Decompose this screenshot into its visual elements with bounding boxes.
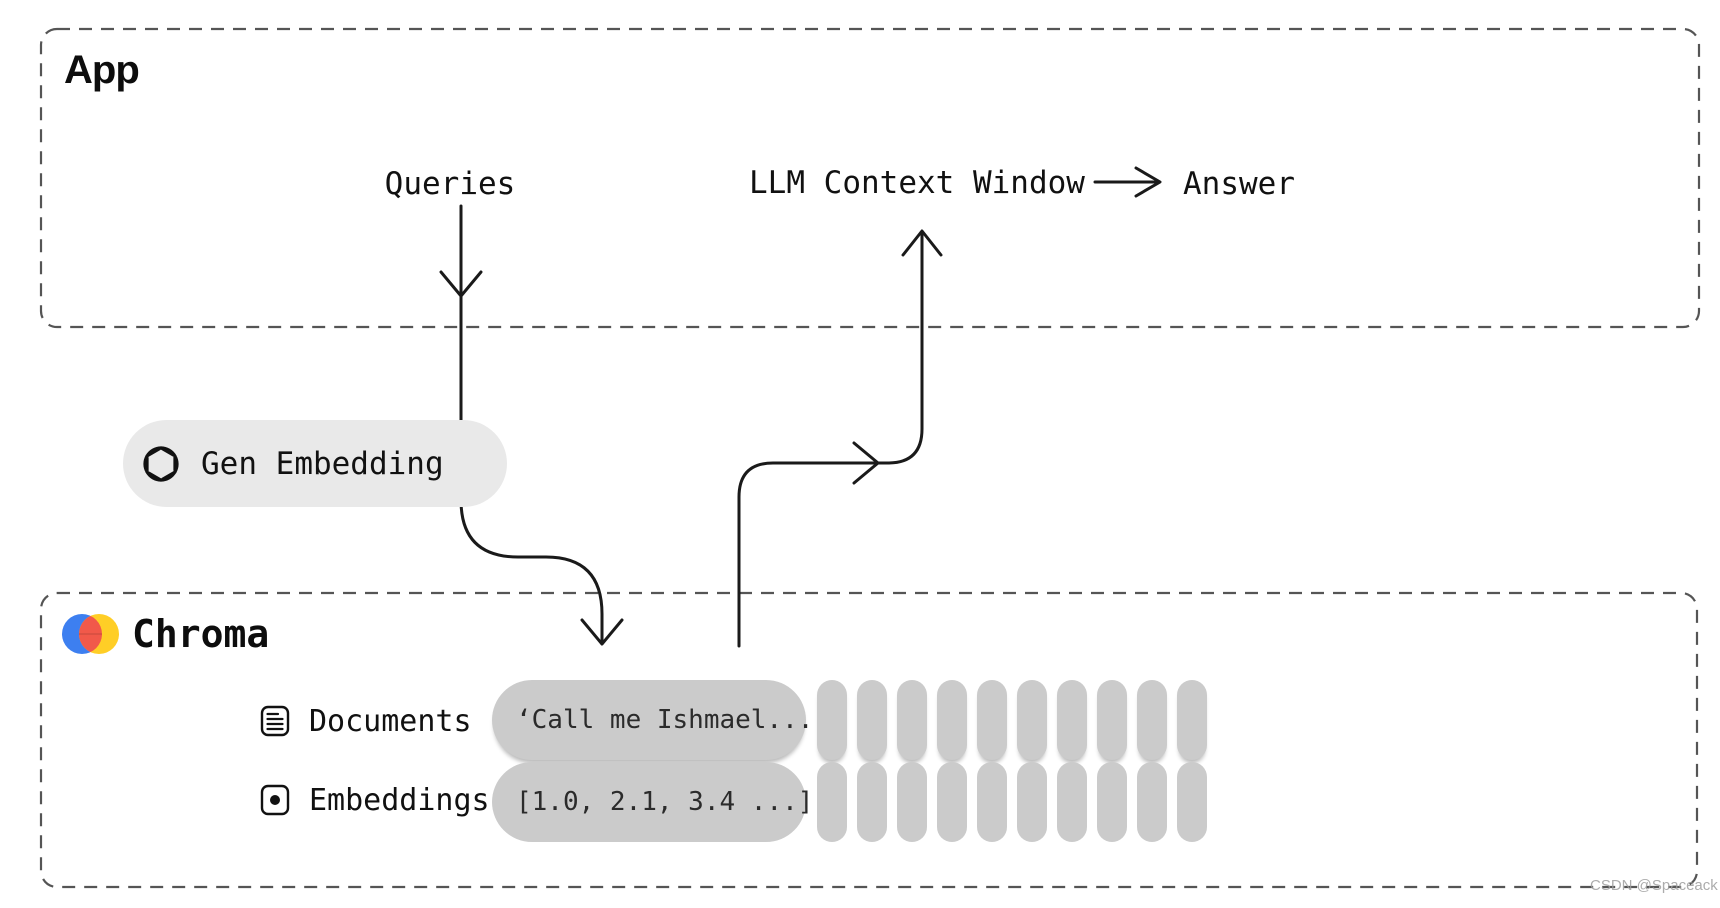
vector-pill	[977, 680, 1007, 760]
vector-pill	[817, 762, 847, 842]
vector-pill	[1017, 762, 1047, 842]
answer-arrowhead	[1134, 166, 1162, 198]
vector-pill	[1017, 680, 1047, 760]
embeddings-row-label: Embeddings	[309, 782, 490, 818]
vector-pill	[1137, 680, 1167, 760]
gen-embedding-label: Gen Embedding	[201, 445, 444, 482]
gen-embedding-chip: Gen Embedding	[123, 420, 507, 507]
vector-pill	[897, 680, 927, 760]
openai-icon	[139, 442, 183, 486]
answer-label: Answer	[1183, 166, 1295, 202]
documents-vector-strip	[817, 680, 1207, 760]
chroma-header: Chroma	[62, 612, 269, 656]
vector-pill	[1057, 762, 1087, 842]
chroma-to-llm-arrow	[737, 231, 924, 648]
vector-pill	[977, 762, 1007, 842]
vector-pill	[897, 762, 927, 842]
vector-pill	[857, 680, 887, 760]
chroma-logo-icon	[62, 613, 120, 655]
llm-context-window-label: LLM Context Window	[749, 165, 1085, 201]
vector-pill	[857, 762, 887, 842]
vector-pill	[817, 680, 847, 760]
embedding-dot-icon	[258, 783, 292, 817]
app-box-border	[39, 27, 1701, 329]
vector-pill	[1097, 762, 1127, 842]
queries-arrowhead-mid	[439, 270, 483, 298]
document-icon	[258, 704, 292, 738]
watermark-text: CSDN @Spaceack	[1590, 877, 1718, 894]
chroma-box-title: Chroma	[132, 612, 270, 656]
embeddings-sample-text: [1.0, 2.1, 3.4 ...]	[516, 787, 814, 817]
documents-row-label: Documents	[309, 703, 472, 739]
vector-pill	[1177, 762, 1207, 842]
vector-pill	[937, 762, 967, 842]
vector-pill	[937, 680, 967, 760]
queries-label: Queries	[384, 166, 516, 202]
queries-arrowhead-end	[580, 618, 624, 646]
documents-sample-text: ‘Call me Ishmael...	[516, 705, 814, 735]
vector-pill	[1057, 680, 1087, 760]
vector-pill	[1137, 762, 1167, 842]
queries-to-chroma-arrow	[459, 204, 604, 643]
embeddings-vector-strip	[817, 762, 1207, 842]
app-box-title: App	[64, 48, 140, 92]
llm-arrowhead-mid	[852, 441, 880, 485]
vector-pill	[1177, 680, 1207, 760]
llm-arrowhead-end	[901, 229, 943, 257]
documents-sample-pill: ‘Call me Ishmael...	[492, 680, 813, 760]
embeddings-sample-pill: [1.0, 2.1, 3.4 ...]	[492, 762, 813, 842]
vector-pill	[1097, 680, 1127, 760]
